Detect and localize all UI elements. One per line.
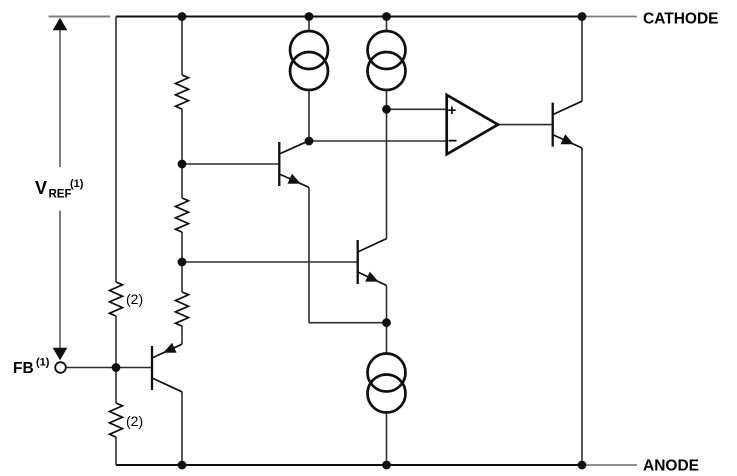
- junction-dot: [304, 136, 314, 146]
- error-amplifier: + −: [445, 92, 501, 157]
- junction-dot: [382, 104, 391, 114]
- cathode-label: CATHODE: [643, 11, 719, 28]
- current-source-circle: [288, 50, 330, 92]
- vref-subscript: REF: [49, 189, 72, 201]
- vref-up-arrow-icon: [52, 17, 68, 31]
- vref-dimension: V REF (1): [35, 15, 110, 361]
- resistor-r2: [173, 197, 191, 233]
- current-source-circle: [366, 373, 407, 414]
- q1-collector: [278, 139, 310, 155]
- vref-label: V: [35, 178, 47, 198]
- current-source-circle: [366, 29, 407, 71]
- vref-down-arrow-icon: [52, 347, 68, 361]
- q2-emitter-arrow-icon: [365, 271, 379, 282]
- junction-dot: [382, 460, 391, 470]
- q2-collector: [357, 237, 387, 253]
- junction-dot: [577, 460, 587, 470]
- transistor-q4-npn-output: [551, 100, 583, 149]
- q3-emitter-arrow-icon: [163, 342, 177, 353]
- junction-dot: [111, 363, 121, 372]
- current-source-1: [288, 29, 330, 92]
- junction-dot: [382, 318, 391, 328]
- supply-rails: [116, 15, 637, 467]
- fb-terminal: FB (1): [13, 357, 67, 377]
- q3-collector: [151, 377, 183, 393]
- current-source-circle: [366, 352, 407, 393]
- opamp-triangle-icon: [445, 92, 501, 157]
- transistor-q3-pnp: [150, 342, 183, 393]
- opamp-plus-label: +: [448, 102, 457, 119]
- resistors: [107, 74, 191, 438]
- current-source-circle: [288, 29, 330, 71]
- resistor-note-upper: (2): [126, 291, 143, 307]
- opamp-minus-label: −: [448, 133, 457, 150]
- transistor-q1-npn: [278, 139, 310, 189]
- resistor-r3: [173, 291, 191, 327]
- fb-pin-circle-icon: [54, 361, 67, 374]
- resistor-r1: [173, 74, 191, 110]
- wires: [65, 16, 583, 465]
- junction-dot: [177, 257, 187, 267]
- fb-label: FB: [13, 360, 34, 377]
- current-source-3: [366, 352, 407, 414]
- q4-collector: [552, 100, 583, 116]
- resistor-upper-trim: [107, 281, 125, 317]
- q1-emitter-arrow-icon: [287, 173, 301, 184]
- junction-dot: [177, 159, 187, 169]
- resistor-note-lower: (2): [126, 413, 143, 429]
- resistor-lower-trim: [107, 402, 125, 438]
- vref-superscript: (1): [70, 178, 84, 190]
- junction-dot: [577, 12, 587, 21]
- junction-dot: [304, 12, 314, 21]
- current-source-circle: [366, 50, 407, 92]
- transistor-q2-npn: [356, 237, 387, 287]
- current-source-2: [366, 29, 407, 92]
- junction-dot: [177, 460, 187, 470]
- anode-label: ANODE: [643, 458, 699, 475]
- junction-dot: [177, 12, 187, 21]
- junction-dot: [382, 12, 391, 21]
- junction-dots: [111, 12, 587, 470]
- q4-emitter-arrow-icon: [560, 134, 574, 145]
- fb-superscript: (1): [36, 357, 50, 369]
